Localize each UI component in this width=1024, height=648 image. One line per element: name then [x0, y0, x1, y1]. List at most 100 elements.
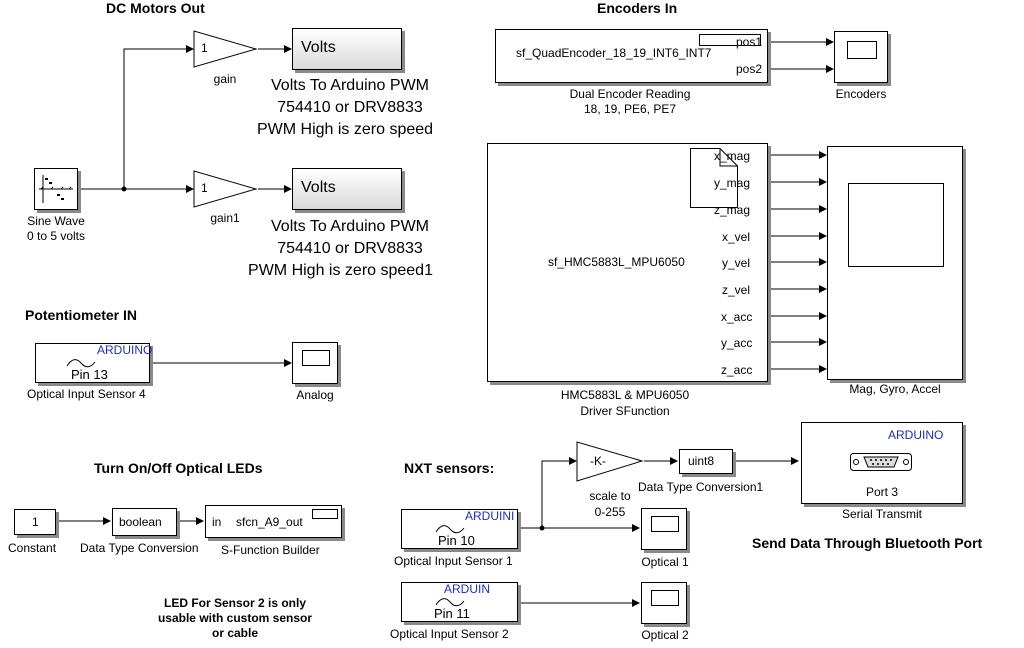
led-note-line1: LED For Sensor 2 is only — [163, 596, 307, 610]
sine-wave-sublabel: 0 to 5 volts — [26, 229, 86, 243]
led-note-line3: or cable — [211, 626, 259, 640]
hmc-port-z-acc: z_acc — [721, 363, 753, 377]
volts2-line1: Volts To Arduino PWM — [271, 218, 429, 235]
dtc-uint8-text: uint8 — [688, 454, 715, 468]
serial-label: Serial Transmit — [841, 507, 923, 521]
volts1-line1: Volts To Arduino PWM — [271, 77, 429, 94]
encoder-sublabel: 18, 19, PE6, PE7 — [583, 102, 677, 116]
dtc-uint8-label: Data Type Conversion1 — [638, 480, 764, 494]
document-icon — [690, 148, 738, 208]
constant-value: 1 — [32, 515, 39, 529]
optical2-scope-block[interactable] — [641, 582, 687, 624]
hmc-sublabel: Driver SFunction — [580, 404, 670, 418]
section-potentiometer-in: Potentiometer IN — [25, 307, 138, 323]
volts2-line2: 754410 or DRV8833 — [277, 240, 423, 257]
sfunction-builder-block[interactable]: in sfcn_A9_out — [205, 505, 342, 538]
nxt1-pin: Pin 10 — [438, 533, 475, 548]
scale-triangle[interactable] — [576, 441, 644, 482]
hmc-port-y-vel: y_vel — [722, 256, 751, 270]
optical1-label: Optical 1 — [641, 555, 689, 569]
sine-wave-icon — [39, 175, 73, 203]
gain-value: 1 — [201, 41, 208, 55]
hmc-port-z-vel: z_vel — [722, 283, 751, 297]
hmc-label: HMC5883L & MPU6050 — [560, 388, 690, 402]
encoder-port-pos2: pos2 — [736, 62, 763, 76]
encoder-label: Dual Encoder Reading — [569, 87, 691, 101]
gain-label: gain — [213, 72, 237, 86]
scope-screen-icon — [651, 516, 679, 532]
line-branch-to-gain — [123, 45, 194, 189]
scope-screen-icon — [651, 590, 679, 606]
pot-pin: Pin 13 — [71, 367, 108, 382]
section-turn-on-off-leds: Turn On/Off Optical LEDs — [94, 460, 263, 476]
hmc-port-x-acc: x_acc — [721, 310, 753, 324]
pot-arduino-block[interactable]: ARDUINO Pin 13 — [35, 343, 153, 383]
scope-screen-icon — [302, 350, 330, 366]
sfun-tab — [312, 509, 338, 519]
nxt2-pin: Pin 11 — [434, 606, 470, 621]
section-encoders-in: Encoders In — [597, 0, 678, 16]
section-send-data-bt: Send Data Through Bluetooth Port — [752, 535, 983, 551]
hmc-sfunction-block[interactable]: sf_HMC5883L_MPU6050 x_mag y_mag z_mag x_… — [487, 143, 768, 382]
encoder-func: sf_QuadEncoder_18_19_INT6_INT7 — [516, 46, 712, 60]
analog-scope-label: Analog — [296, 388, 334, 402]
nxt1-arduino-block[interactable]: ARDUINI Pin 10 — [401, 509, 518, 549]
hmc-port-y-acc: y_acc — [721, 336, 753, 350]
encoders-scope-block[interactable] — [834, 31, 888, 83]
pot-brand: ARDUINO — [97, 343, 153, 357]
constant-label: Constant — [8, 541, 57, 555]
hmc-port-y-mag: y_mag — [714, 176, 751, 190]
wave-icon — [435, 525, 465, 534]
mag-scope-label: Mag, Gyro, Accel — [849, 382, 941, 396]
volts1-line3: PWM High is zero speed — [256, 121, 434, 138]
sine-wave-block[interactable] — [34, 168, 78, 210]
gain1-label: gain1 — [210, 211, 240, 225]
optical1-scope-block[interactable] — [641, 508, 687, 550]
analog-scope-block[interactable] — [292, 342, 338, 384]
nxt2-arduino-block[interactable]: ARDUIN Pin 11 — [401, 582, 518, 622]
hmc-port-z-mag: z_mag — [714, 203, 751, 217]
sfun-in-port: in — [212, 515, 222, 529]
wave-icon — [66, 359, 96, 368]
scale-sublabel: 0-255 — [594, 505, 626, 519]
volts1-line2: 754410 or DRV8833 — [277, 99, 423, 116]
mag-gyro-accel-scope[interactable] — [827, 146, 963, 380]
dtc-boolean-text: boolean — [119, 515, 162, 529]
section-dc-motors-out: DC Motors Out — [106, 0, 205, 16]
sfun-label: S-Function Builder — [221, 543, 320, 557]
optical2-label: Optical 2 — [641, 628, 689, 642]
serial-transmit-block[interactable]: ARDUINO Port 3 — [801, 422, 963, 504]
volts-block-2[interactable]: Volts — [292, 168, 402, 210]
encoder-sfunction-block[interactable]: sf_QuadEncoder_18_19_INT6_INT7 pos1 pos2 — [495, 29, 768, 83]
gain1-triangle[interactable] — [193, 170, 258, 208]
section-nxt-sensors: NXT sensors: — [404, 460, 495, 476]
serial-port: Port 3 — [865, 485, 898, 499]
hmc-port-x-mag: x_mag — [714, 149, 751, 163]
pot-label: Optical Input Sensor 4 — [27, 387, 146, 401]
nxt1-label: Optical Input Sensor 1 — [394, 554, 513, 568]
gain-triangle[interactable] — [193, 30, 258, 68]
dtc-boolean-block[interactable]: boolean — [112, 508, 177, 536]
scope-screen-icon — [847, 41, 877, 59]
dtc-boolean-label: Data Type Conversion — [80, 541, 199, 555]
nxt1-brand: ARDUINI — [465, 509, 515, 523]
sine-wave-label: Sine Wave — [27, 214, 85, 228]
constant-block[interactable]: 1 — [14, 509, 56, 535]
hmc-port-x-vel: x_vel — [722, 230, 751, 244]
encoder-port-pos1: pos1 — [736, 35, 763, 49]
serial-port-icon — [850, 453, 912, 471]
serial-brand: ARDUINO — [888, 428, 944, 442]
volts2-line3: PWM High is zero speed1 — [248, 262, 433, 279]
volts-block-1[interactable]: Volts — [292, 28, 402, 70]
dtc-uint8-block[interactable]: uint8 — [679, 449, 733, 474]
scope-screen-icon — [848, 183, 944, 267]
encoder-ports-tab — [699, 34, 761, 46]
nxt2-label: Optical Input Sensor 2 — [390, 627, 509, 641]
gain1-value: 1 — [201, 181, 208, 195]
encoders-scope-label: Encoders — [835, 87, 887, 101]
scale-value: -K- — [590, 454, 606, 468]
led-note-line2: usable with custom sensor — [157, 611, 313, 625]
nxt2-brand: ARDUIN — [444, 582, 491, 596]
